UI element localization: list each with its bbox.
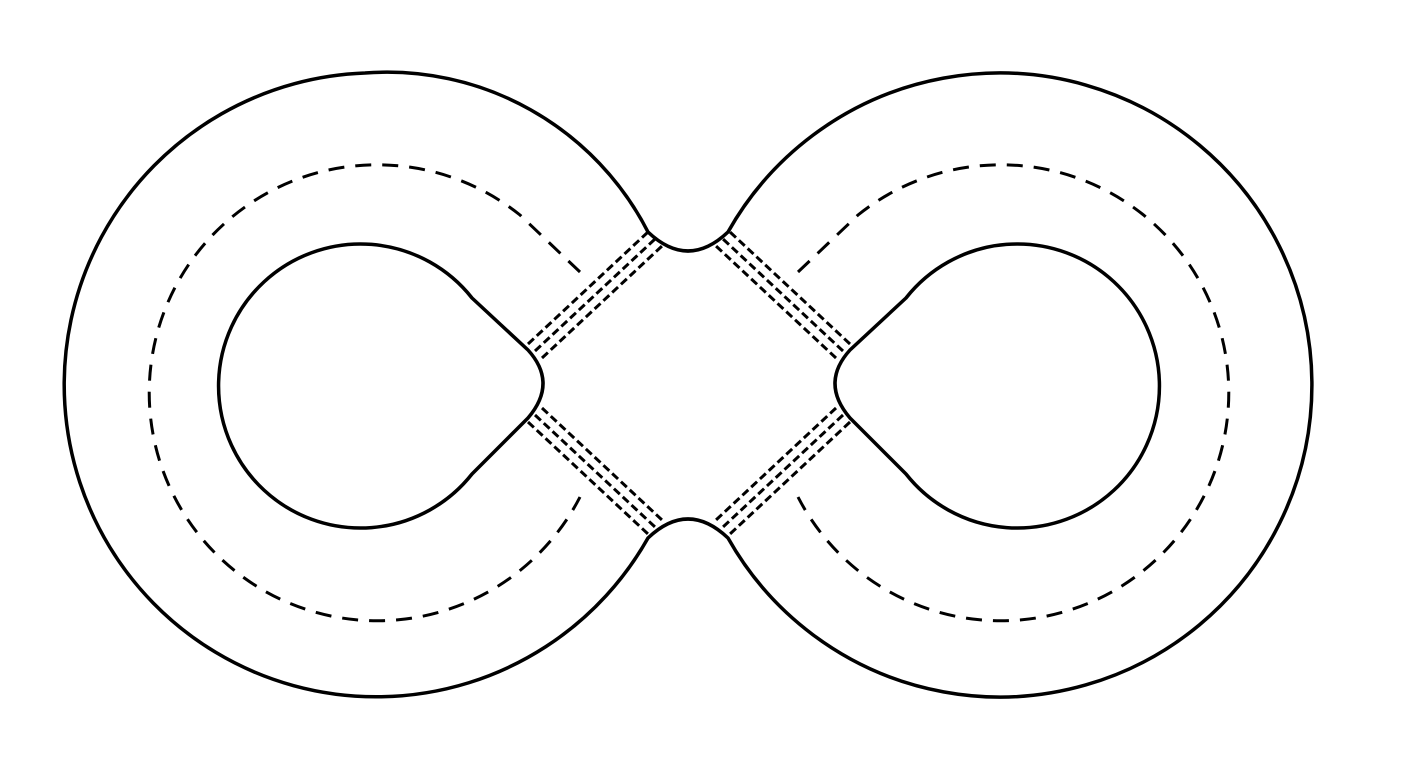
outer-boundary (62, 70, 1314, 699)
left-hole (216, 242, 545, 530)
crossing-bands (526, 230, 852, 536)
left-core-loop (147, 163, 582, 623)
band-upper-right (714, 230, 852, 360)
band-upper-left (526, 230, 664, 360)
right-core-loop (796, 163, 1231, 623)
right-hole (833, 242, 1162, 530)
band-lower-left (526, 406, 664, 536)
band-lower-right (714, 406, 852, 536)
